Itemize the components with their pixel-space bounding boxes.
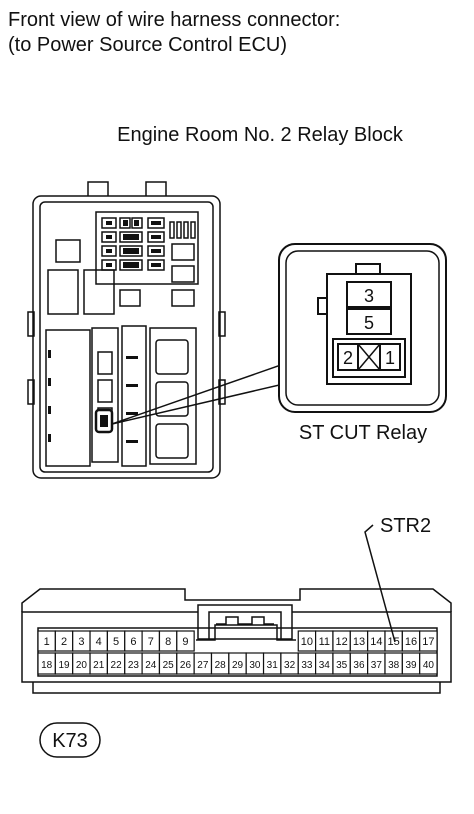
connector-pin-cell <box>419 652 438 675</box>
connector-bottom-row: 18 19 20 21 22 23 24 25 26 27 28 29 30 31 32 33 34 35 36 37… <box>37 652 438 675</box>
relay-pin-2: 2 <box>343 348 353 368</box>
connector-pin-number: 26 <box>180 660 192 671</box>
relay-pin-1: 1 <box>385 348 395 368</box>
connector-pin-number: 36 <box>353 660 365 671</box>
connector-pin-number: 12 <box>336 636 348 648</box>
connector-pin-number: 25 <box>163 660 175 671</box>
connector-pin-number: 10 <box>301 636 313 648</box>
connector-k73-housing <box>21 588 452 694</box>
relay-label: ST CUT Relay <box>299 422 427 444</box>
connector-pin-number: 39 <box>405 660 417 671</box>
connector-pin-number: 23 <box>128 660 140 671</box>
relay-pin-5: 5 <box>364 313 374 333</box>
connector-pin-number: 30 <box>249 660 261 671</box>
connector-pin-number: 29 <box>232 660 244 671</box>
connector-pin-number: 21 <box>93 660 105 671</box>
relay-callout-inner-border <box>285 250 440 406</box>
connector-pin-number: 38 <box>388 660 400 671</box>
connector-id: K73 <box>52 730 88 752</box>
connector-pin-number: 28 <box>215 660 227 671</box>
connector-pin-number: 5 <box>113 636 119 648</box>
connector-pin-number: 33 <box>301 660 313 671</box>
connector-pin-number: 15 <box>388 636 400 648</box>
relay-block-housing <box>27 181 226 479</box>
connector-pin-number: 20 <box>76 660 88 671</box>
connector-pin-number: 3 <box>78 636 84 648</box>
connector-pin-number: 13 <box>353 636 365 648</box>
connector-pin-number: 24 <box>145 660 157 671</box>
connector-pin-number: 18 <box>41 660 53 671</box>
relay-unused-pin-cross-b <box>357 343 381 371</box>
connector-pin-number: 32 <box>284 660 296 671</box>
connector-pin-number: 16 <box>405 636 417 648</box>
connector-pin-number: 8 <box>165 636 171 648</box>
connector-pin-number: 4 <box>96 636 102 648</box>
relay-block-fuse-details <box>48 220 161 443</box>
connector-pin-number: 7 <box>148 636 154 648</box>
connector-pin-number: 2 <box>61 636 67 648</box>
st-cut-relay-location-fill <box>100 415 108 427</box>
connector-id-badge <box>39 722 101 758</box>
connector-pin-number: 11 <box>319 636 330 648</box>
connector-pin-number: 37 <box>371 660 383 671</box>
header-line-1: Front view of wire harness connector: <box>8 9 341 31</box>
relay-block-title: Engine Room No. 2 Relay Block <box>117 124 404 146</box>
connector-pin-number: 14 <box>370 636 382 648</box>
connector-pin-number: 34 <box>319 660 331 671</box>
connector-pin-number: 31 <box>267 660 279 671</box>
connector-pin-number: 27 <box>197 660 209 671</box>
connector-pin-number: 1 <box>44 636 50 648</box>
connector-pin-number: 22 <box>111 660 123 671</box>
str2-pin-label: STR2 <box>380 515 431 537</box>
connector-pin-number: 40 <box>423 660 435 671</box>
connector-pin-number: 9 <box>182 636 188 648</box>
connector-pin-cell <box>419 630 438 652</box>
str2-callout-leader <box>364 524 396 643</box>
connector-pin-number: 35 <box>336 660 348 671</box>
connector-pin-number: 17 <box>422 636 434 648</box>
connector-pin-number: 6 <box>130 636 136 648</box>
connector-pin-cell <box>176 630 195 652</box>
connector-pin-number: 19 <box>58 660 70 671</box>
relay-pin-3: 3 <box>364 286 374 306</box>
header-line-2: (to Power Source Control ECU) <box>8 34 287 56</box>
